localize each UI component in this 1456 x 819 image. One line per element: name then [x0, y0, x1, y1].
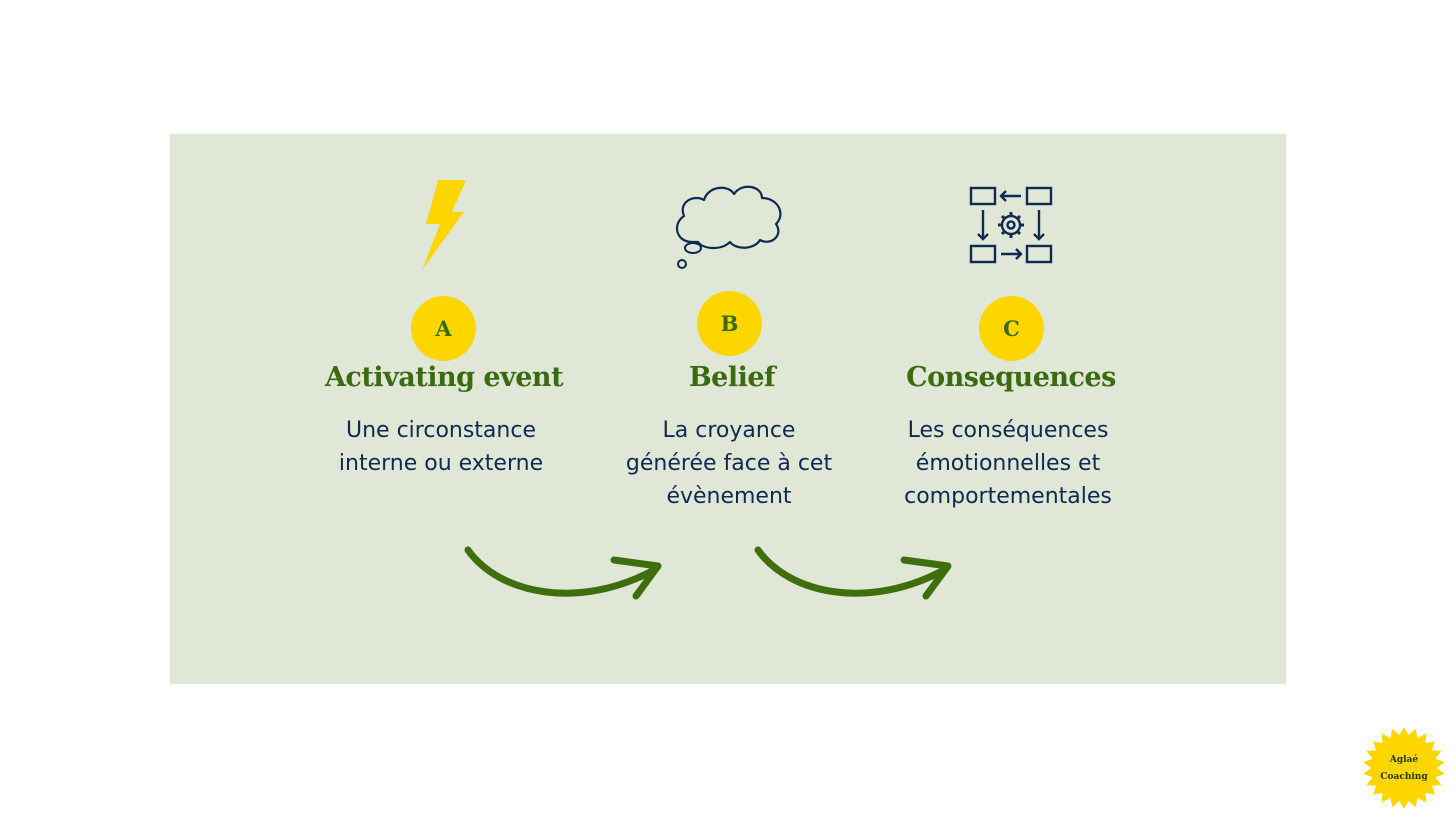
desc-line: comportementales [904, 484, 1112, 509]
badge-b: B [697, 291, 762, 356]
title-activating-event: Activating event [324, 362, 564, 393]
logo-text: Aglaé Coaching [1362, 752, 1446, 786]
desc-line: émotionnelles et [915, 451, 1101, 476]
diagram-panel [170, 134, 1286, 684]
desc-line: évènement [666, 484, 792, 509]
desc-line: Les conséquences [907, 418, 1109, 443]
badge-a: A [411, 296, 476, 361]
logo-line-2: Coaching [1380, 772, 1428, 782]
title-consequences: Consequences [906, 362, 1116, 393]
desc-line: interne ou externe [338, 451, 544, 476]
desc-line: générée face à cet [625, 451, 833, 476]
logo-line-1: Aglaé [1389, 755, 1419, 765]
process-flow-icon [969, 186, 1053, 264]
arrow-a-to-b-icon [464, 546, 662, 600]
sun-logo-icon [1363, 727, 1445, 809]
arrow-b-to-c-icon [754, 546, 952, 600]
desc-line: Une circonstance [346, 418, 536, 443]
desc-activating-event: Une circonstance interne ou externe [291, 414, 591, 480]
badge-c: C [979, 296, 1044, 361]
desc-consequences: Les conséquences émotionnelles et compor… [858, 414, 1158, 513]
lightning-icon [422, 180, 466, 270]
title-belief: Belief [688, 362, 776, 393]
thought-cloud-icon [675, 185, 782, 269]
desc-line: La croyance [662, 418, 796, 443]
desc-belief: La croyance générée face à cet évènement [579, 414, 879, 513]
